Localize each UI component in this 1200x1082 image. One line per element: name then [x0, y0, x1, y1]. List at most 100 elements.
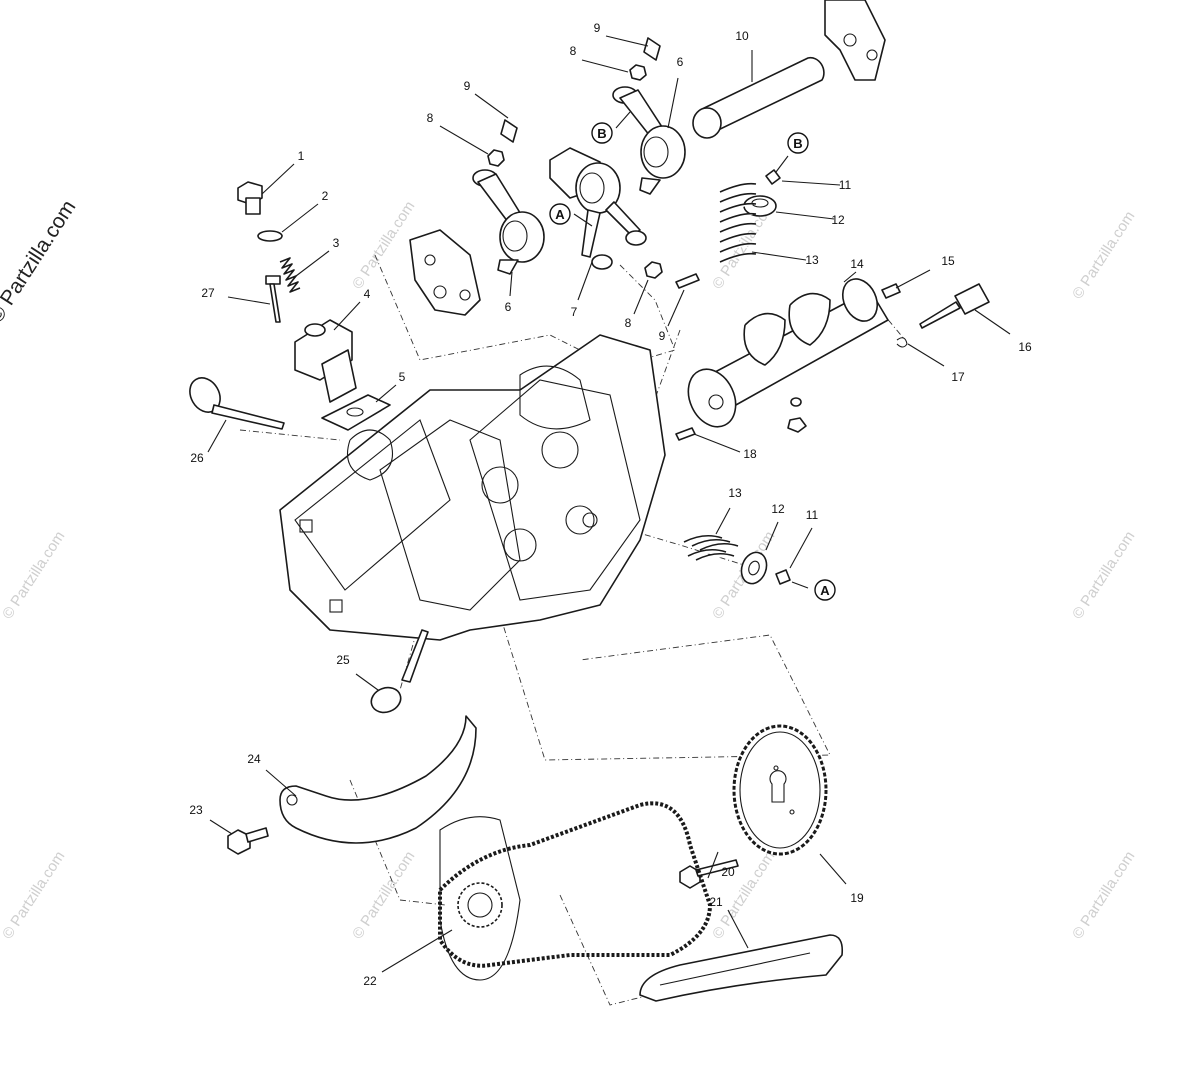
marker-letter-A: A — [555, 207, 565, 222]
valve-25 — [370, 629, 429, 714]
cam-sprocket-19 — [732, 724, 828, 856]
callout-label-11: 11 — [839, 178, 852, 192]
callout-label-21: 21 — [709, 895, 723, 909]
marker-leader-A — [573, 213, 593, 227]
valve-26 — [189, 377, 285, 430]
leader-line-9 — [474, 93, 509, 119]
leader-line-6 — [509, 271, 513, 297]
rocker-arm-7 — [549, 147, 647, 270]
callout-label-5: 5 — [399, 370, 406, 384]
ball-bearing — [790, 397, 802, 407]
callout-label-6: 6 — [505, 300, 512, 314]
watermark-4: © Partzilla.com — [349, 848, 418, 942]
leader-line-27 — [227, 296, 271, 305]
callout-label-23: 23 — [189, 803, 203, 817]
callout-label-18: 18 — [743, 447, 757, 461]
nut-8-a — [487, 149, 505, 167]
dowel-18 — [675, 427, 696, 441]
leader-line-15 — [895, 269, 931, 289]
watermark-1: © Partzilla.com — [0, 528, 68, 622]
watermark-2: © Partzilla.com — [0, 848, 68, 942]
callout-label-9: 9 — [659, 329, 666, 343]
watermark-10: © Partzilla.com — [349, 198, 418, 292]
leader-line-8 — [439, 125, 489, 155]
callout-label-9: 9 — [464, 79, 471, 93]
leader-line-20 — [707, 851, 719, 879]
callout-label-12: 12 — [831, 213, 845, 227]
spring-3 — [279, 257, 301, 293]
callout-label-8: 8 — [625, 316, 632, 330]
leader-line-1 — [261, 163, 295, 195]
callout-label-8: 8 — [570, 44, 577, 58]
watermark-8: © Partzilla.com — [1069, 528, 1138, 622]
callout-label-17: 17 — [951, 370, 965, 384]
leader-line-22 — [381, 929, 453, 973]
rocker-arm-6-left — [472, 169, 545, 275]
chain-guide-21 — [639, 934, 844, 1002]
callout-label-9: 9 — [594, 21, 601, 35]
leader-line-8 — [581, 59, 629, 73]
leader-line-3 — [295, 250, 330, 277]
callout-label-24: 24 — [247, 752, 261, 766]
screw-9-b — [643, 37, 661, 61]
screw-9-c — [675, 273, 700, 289]
leader-line-14 — [843, 271, 857, 283]
callout-label-19: 19 — [850, 891, 864, 905]
valve-spring-13-upper — [719, 182, 757, 263]
marker-circle-A — [549, 203, 571, 225]
leader-line-8 — [633, 279, 649, 315]
chain-guide-24 — [279, 715, 477, 844]
callout-label-8: 8 — [427, 111, 434, 125]
leader-line-16 — [974, 309, 1011, 335]
bolt-23 — [227, 827, 269, 855]
washer-2 — [257, 230, 283, 242]
clip-17 — [896, 337, 908, 348]
rocker-shaft-10 — [692, 56, 825, 139]
callout-label-11: 11 — [806, 508, 819, 522]
gasket-5 — [321, 394, 391, 431]
marker-letter-B: B — [793, 136, 802, 151]
pin-15 — [881, 283, 901, 299]
leader-line-9 — [605, 35, 649, 47]
watermark-7: © Partzilla.com — [1069, 208, 1138, 302]
leader-line-13 — [715, 507, 731, 535]
leader-line-17 — [907, 343, 945, 367]
valve-spring-13-lower — [683, 534, 739, 561]
sensor-16 — [919, 283, 990, 329]
leader-line-11 — [789, 527, 813, 569]
callout-label-13: 13 — [805, 253, 819, 267]
tensioner-4 — [294, 319, 357, 403]
screw-9-a — [500, 119, 518, 143]
callout-label-25: 25 — [336, 653, 350, 667]
rocker-arm-6-right — [612, 86, 686, 195]
callout-label-1: 1 — [298, 149, 305, 163]
callout-label-22: 22 — [363, 974, 377, 988]
bolt-20 — [679, 859, 739, 889]
timing-chain-22 — [438, 801, 712, 968]
marker-letter-A: A — [820, 583, 830, 598]
leader-line-11 — [781, 180, 841, 186]
bolt-27 — [265, 275, 281, 323]
callout-label-26: 26 — [190, 451, 204, 465]
leader-line-2 — [281, 203, 319, 233]
leader-line-26 — [207, 419, 227, 453]
cam-nut — [787, 417, 807, 433]
cam-housing-cover — [409, 229, 481, 316]
callout-label-15: 15 — [941, 254, 955, 268]
leader-line-4 — [333, 301, 361, 331]
keeper-11-lower — [775, 569, 791, 585]
callout-label-13: 13 — [728, 486, 742, 500]
cylinder-head — [279, 334, 666, 641]
marker-circle-B — [591, 122, 613, 144]
callout-label-20: 20 — [721, 865, 735, 879]
leader-line-7 — [577, 261, 593, 301]
leader-line-21 — [727, 909, 749, 949]
watermark-9: © Partzilla.com — [1069, 848, 1138, 942]
marker-circle-A — [814, 579, 836, 601]
marker-leader-B — [775, 155, 789, 173]
nut-8-c — [644, 261, 663, 279]
nut-8-b — [629, 64, 647, 81]
